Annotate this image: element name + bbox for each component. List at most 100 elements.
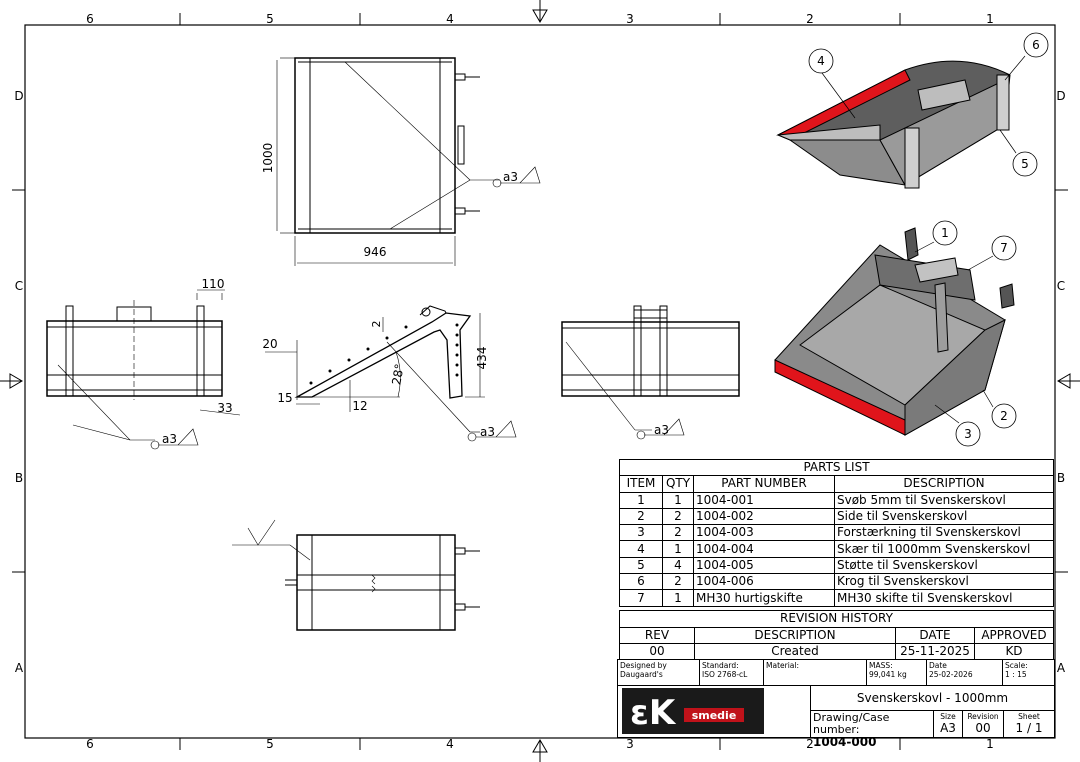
date-value: 25-02-2026 — [929, 670, 973, 679]
rev-header-approved: APPROVED — [974, 626, 1054, 644]
parts-item: 4 — [619, 540, 663, 558]
parts-qty: 1 — [662, 589, 694, 607]
parts-number: 1004-003 — [693, 524, 835, 542]
dim-top-width: 946 — [364, 245, 387, 259]
material-label: Material: — [766, 661, 799, 670]
row-label-c: C — [15, 279, 23, 293]
row-label-b-right: B — [1057, 471, 1065, 485]
table-row: 00 Created 25-11-2025 KD — [619, 643, 1054, 661]
col-label-2: 2 — [806, 12, 814, 26]
parts-item: 5 — [619, 556, 663, 575]
weld-label-top: a3 — [503, 170, 518, 184]
row-label-a: A — [15, 661, 24, 675]
parts-description: Støtte til Svenskerskovl — [834, 556, 1054, 575]
designed-by-value: Daugaard's — [620, 670, 663, 679]
parts-header-description: DESCRIPTION — [834, 475, 1054, 493]
balloon-6 — [1023, 32, 1049, 58]
material-cell: Material: — [763, 659, 867, 686]
col-label-1: 1 — [986, 12, 994, 26]
col-label-6: 6 — [86, 12, 94, 26]
balloon-1-label: 1 — [941, 226, 949, 240]
balloon-4 — [808, 48, 834, 74]
row-label-d: D — [14, 89, 23, 103]
parts-item: 2 — [619, 507, 663, 526]
iso-view-top — [776, 60, 1011, 189]
parts-qty: 1 — [662, 491, 694, 509]
parts-qty: 2 — [662, 524, 694, 542]
balloon-6-label: 6 — [1032, 38, 1040, 52]
drawing-number-cell: Drawing/Case number: 1004-000 — [810, 710, 934, 749]
parts-description: Svøb 5mm til Svenskerskovl — [834, 491, 1054, 509]
drawing-title: Svenskerskovl - 1000mm — [856, 691, 1009, 705]
col-label-3-bottom: 3 — [626, 737, 634, 751]
mass-cell: MASS: 99,041 kg — [866, 659, 927, 686]
parts-description: MH30 skifte til Svenskerskovl — [834, 589, 1054, 607]
parts-qty: 2 — [662, 507, 694, 526]
parts-item: 1 — [619, 491, 663, 509]
parts-list: PARTS LIST ITEM QTY PART NUMBER DESCRIPT… — [619, 458, 1054, 607]
section-view — [232, 519, 480, 631]
balloon-1 — [932, 220, 958, 246]
date-cell: Date 25-02-2026 — [926, 659, 1003, 686]
row-label-a-right: A — [1057, 661, 1066, 675]
dim-profile-20: 20 — [262, 337, 277, 351]
revision-cell: Revision 00 — [962, 710, 1004, 738]
dim-side-110: 110 — [202, 277, 225, 291]
balloon-7 — [991, 235, 1017, 261]
rev-date: 25-11-2025 — [895, 643, 975, 661]
parts-description: Forstærkning til Svenskerskovl — [834, 524, 1054, 542]
weld-label-front: a3 — [162, 432, 177, 446]
sheet-label: Sheet — [1018, 712, 1040, 721]
title-cell: Svenskerskovl - 1000mm — [810, 685, 1055, 711]
parts-qty: 4 — [662, 556, 694, 575]
parts-qty: 2 — [662, 573, 694, 591]
parts-number: 1004-006 — [693, 573, 835, 591]
parts-header-item: ITEM — [619, 475, 663, 493]
dim-profile-2: 2 — [370, 321, 383, 328]
rev-header-date: DATE — [895, 626, 975, 644]
drawing-number: 1004-000 — [813, 735, 877, 749]
mass-label: MASS: — [869, 661, 893, 670]
balloon-3 — [955, 421, 981, 447]
row-label-d-right: D — [1056, 89, 1065, 103]
rev-approved: KD — [974, 643, 1054, 661]
profile-view — [265, 305, 517, 442]
balloon-3-label: 3 — [964, 427, 972, 441]
revision-history-title: REVISION HISTORY — [619, 610, 1054, 628]
balloon-4-label: 4 — [817, 54, 825, 68]
parts-number: 1004-001 — [693, 491, 835, 509]
dim-profile-28: 28° — [389, 363, 406, 386]
revision-value: 00 — [975, 721, 991, 735]
revision-label: Revision — [967, 712, 999, 721]
parts-description: Side til Svenskerskovl — [834, 507, 1054, 526]
rev-description: Created — [694, 643, 896, 661]
weld-label-profile: a3 — [480, 425, 495, 439]
standard-label: Standard: — [702, 661, 739, 670]
parts-header-qty: QTY — [662, 475, 694, 493]
dim-profile-434: 434 — [475, 347, 489, 370]
logo-letters: ɛK — [630, 693, 677, 733]
sheet-value: 1 / 1 — [1015, 721, 1043, 735]
weld-label-rear: a3 — [654, 423, 669, 437]
size-label: Size — [940, 712, 956, 721]
top-view — [276, 57, 541, 266]
col-label-5-bottom: 5 — [266, 737, 274, 751]
row-label-b: B — [15, 471, 23, 485]
parts-number: 1004-004 — [693, 540, 835, 558]
scale-label: Scale: — [1005, 661, 1028, 670]
date-label: Date — [929, 661, 947, 670]
parts-header-part-number: PART NUMBER — [693, 475, 835, 493]
col-label-6-bottom: 6 — [86, 737, 94, 751]
col-label-5: 5 — [266, 12, 274, 26]
parts-item: 3 — [619, 524, 663, 542]
col-label-4: 4 — [446, 12, 454, 26]
scale-value: 1 : 15 — [1005, 670, 1027, 679]
rear-view — [561, 305, 740, 440]
col-label-4-bottom: 4 — [446, 737, 454, 751]
rev-value: 00 — [619, 643, 695, 661]
